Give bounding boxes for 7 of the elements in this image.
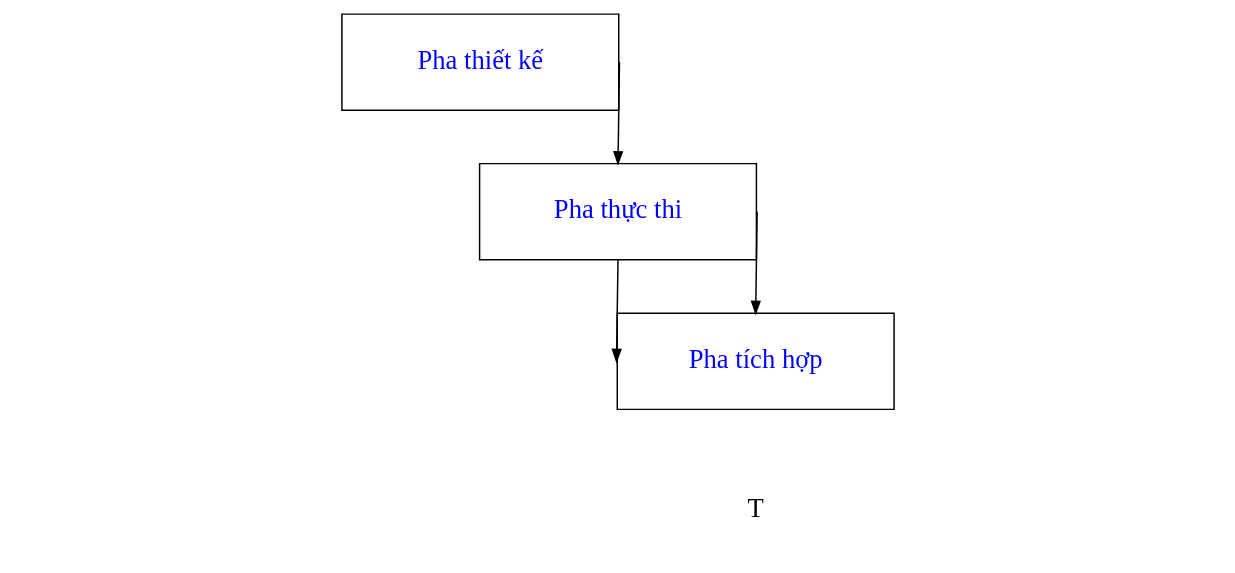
arrow <box>612 61 623 166</box>
label: T <box>747 493 764 524</box>
arrow <box>611 259 622 364</box>
node-box: Pha tích hợp <box>616 312 895 411</box>
arrow <box>750 211 761 316</box>
node-box: Pha thực thi <box>478 162 757 261</box>
node-box: Pha thiết kế <box>340 13 619 112</box>
